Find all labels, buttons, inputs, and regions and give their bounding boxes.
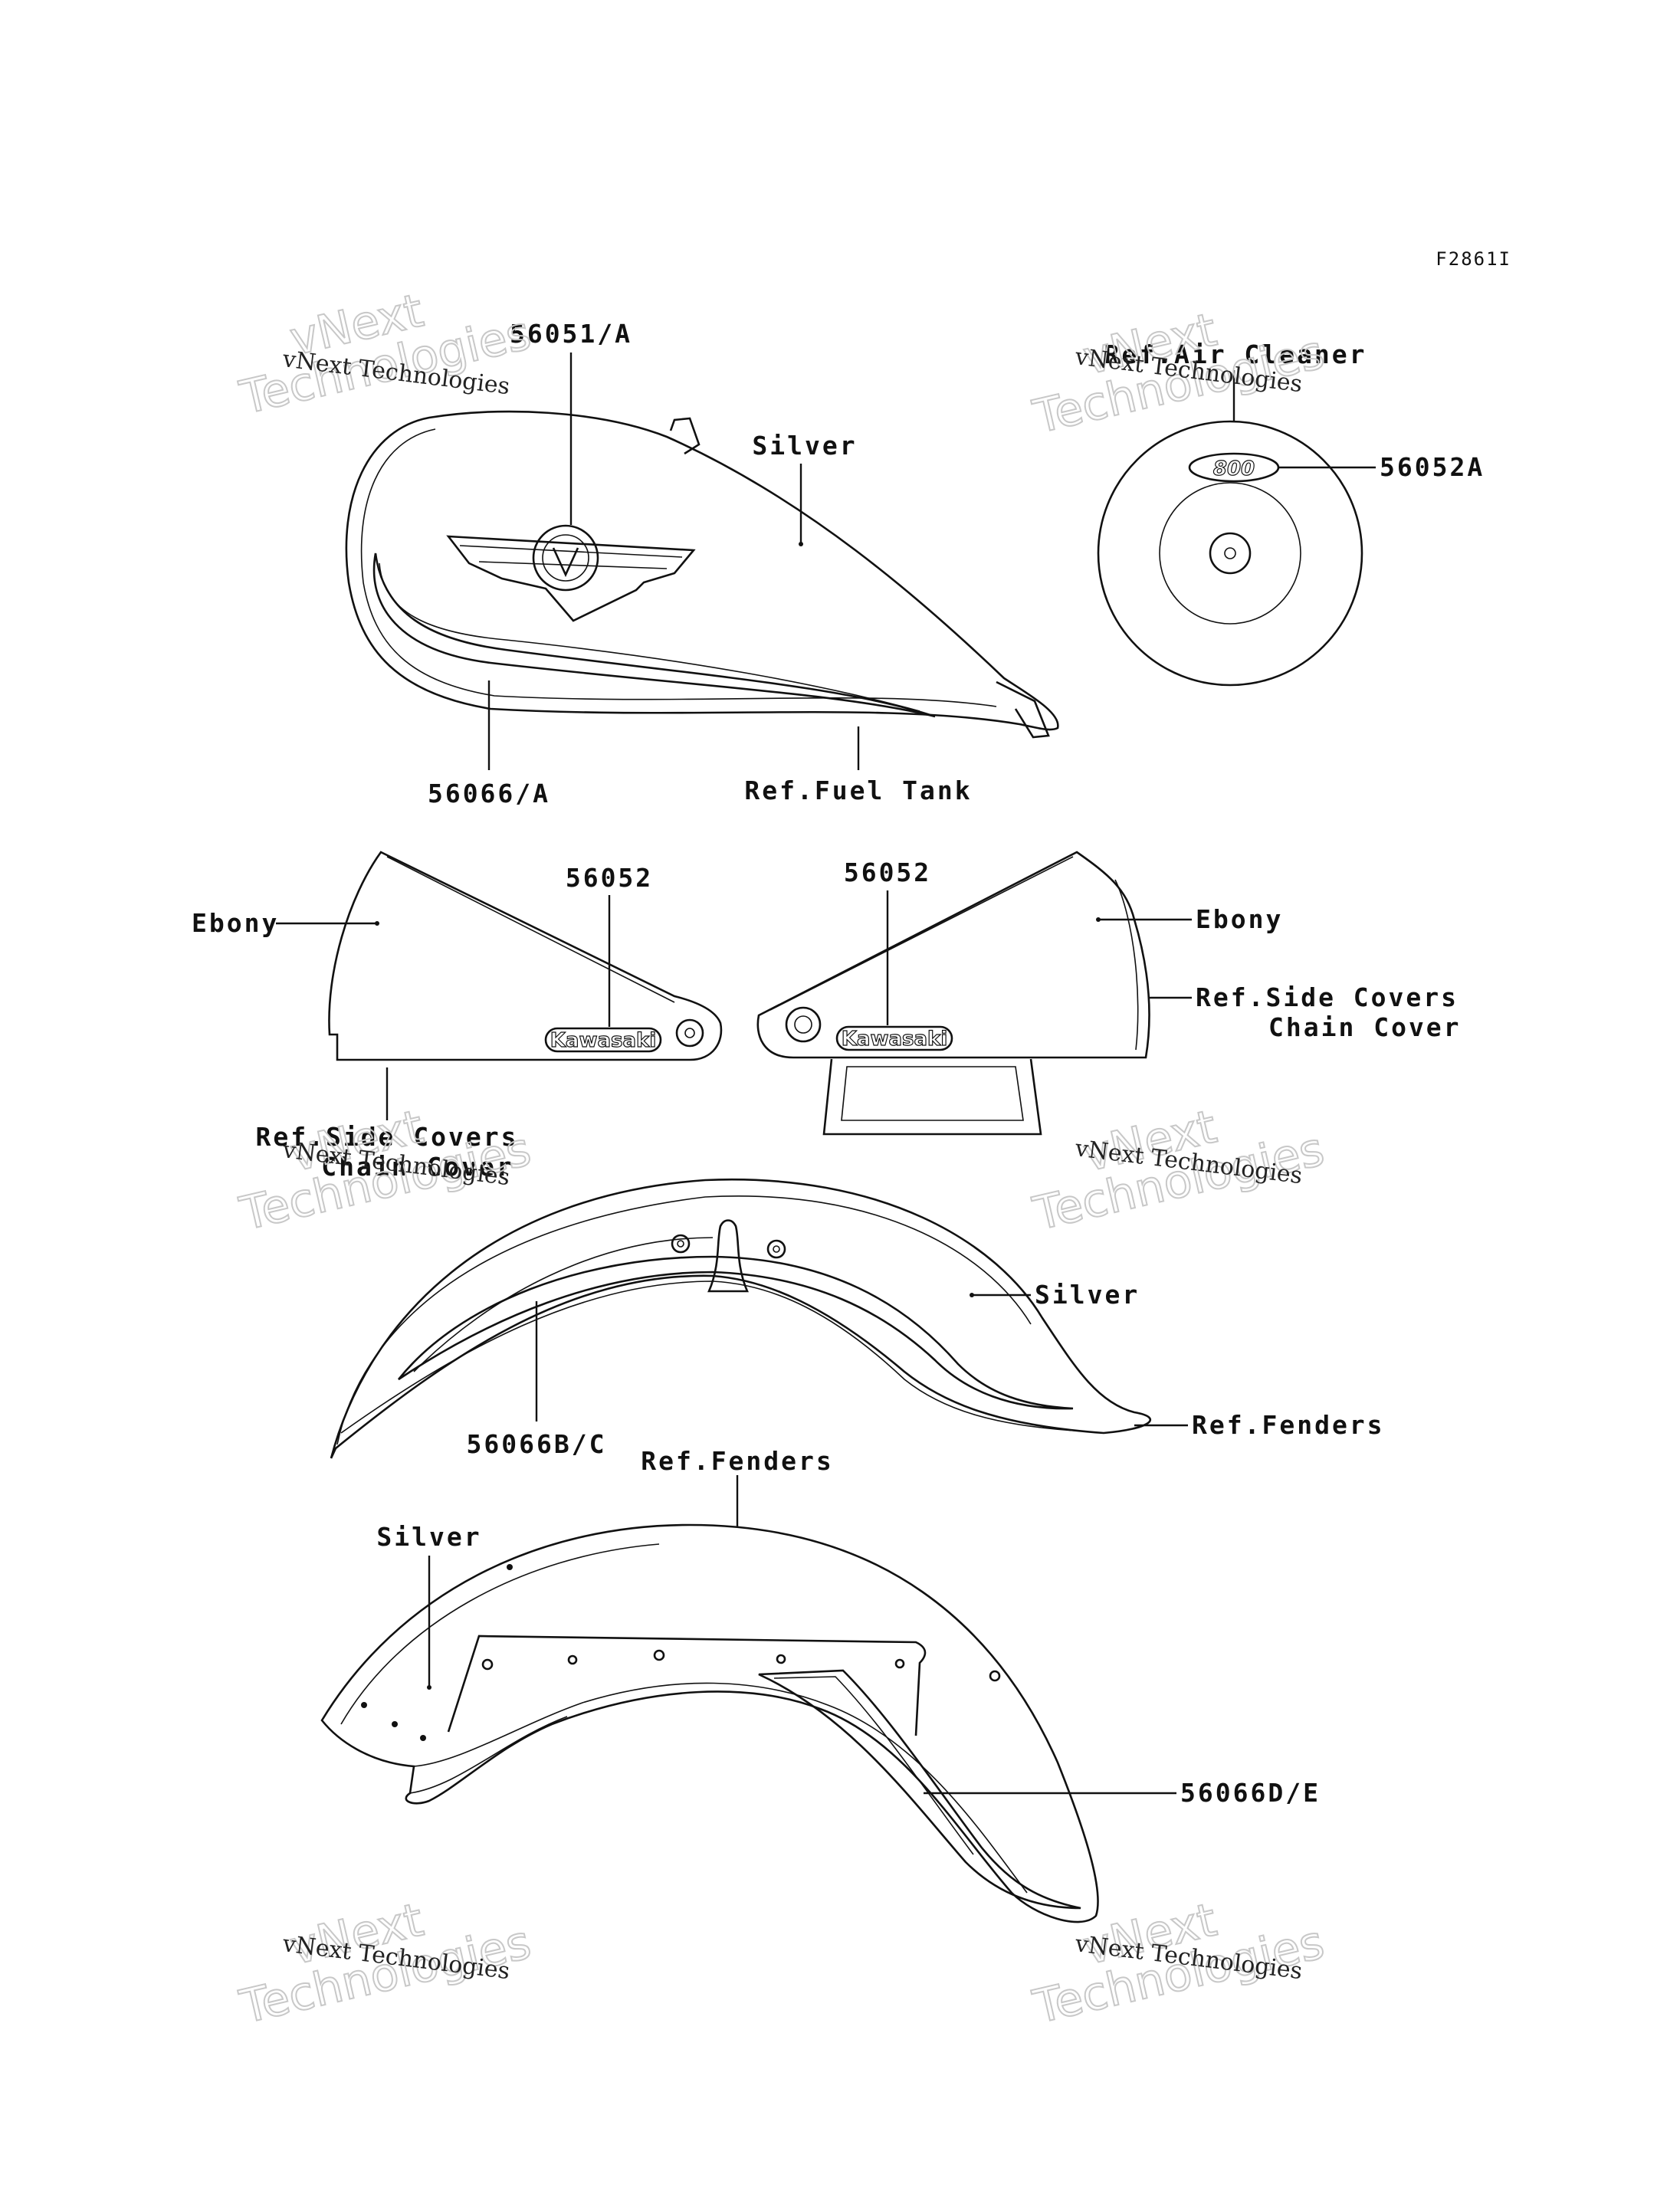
rear-fender xyxy=(320,1523,1099,1923)
label-right-ref-line1: Ref.Side Covers xyxy=(1196,982,1459,1012)
label-front-fender-color: Silver xyxy=(1035,1280,1140,1310)
fuel-tank xyxy=(345,410,1059,739)
label-left-cover-color: Ebony xyxy=(192,908,279,938)
label-ref-fuel-tank: Ref.Fuel Tank xyxy=(744,776,972,805)
left-kawasaki-logo-text: Kawasaki xyxy=(550,1029,656,1052)
air-cleaner-badge-text: 800 xyxy=(1213,457,1255,480)
front-fender xyxy=(330,1178,1152,1459)
label-ref-air-cleaner: Ref.Air Cleaner xyxy=(1104,339,1367,369)
label-rear-ref-fenders: Ref.Fenders xyxy=(641,1446,834,1476)
left-side-cover: Kawasaki xyxy=(328,851,723,1061)
label-left-ref-line2: Chain Cover xyxy=(321,1152,514,1182)
label-right-cover-color: Ebony xyxy=(1196,904,1283,934)
right-side-cover: Kawasaki xyxy=(756,851,1150,1136)
label-air-cleaner-decal: 56052A xyxy=(1380,452,1485,482)
right-kawasaki-logo xyxy=(835,1025,953,1051)
wing-emblem xyxy=(446,535,696,622)
label-right-cover-part: 56052 xyxy=(844,857,931,887)
label-tank-emblem: 56051/A xyxy=(510,319,632,349)
figure-code: F2861I xyxy=(1436,248,1511,270)
label-rear-fender-stripe: 56066D/E xyxy=(1180,1778,1321,1808)
label-front-fender-stripe: 56066B/C xyxy=(467,1429,607,1459)
label-tank-stripe: 56066/A xyxy=(428,779,550,808)
air-cleaner: 800 xyxy=(1097,420,1363,687)
right-kawasaki-logo-text: Kawasaki xyxy=(842,1028,947,1051)
watermark-1: vNext Technologies xyxy=(235,284,536,426)
left-kawasaki-logo xyxy=(544,1027,662,1053)
label-tank-silver: Silver xyxy=(752,431,857,461)
label-rear-fender-color: Silver xyxy=(376,1522,481,1552)
label-right-ref-line2: Chain Cover xyxy=(1268,1012,1462,1042)
label-left-ref-line1: Ref.Side Covers xyxy=(255,1122,518,1152)
label-front-ref-fenders: Ref.Fenders xyxy=(1192,1410,1385,1440)
label-left-cover-part: 56052 xyxy=(566,863,653,893)
